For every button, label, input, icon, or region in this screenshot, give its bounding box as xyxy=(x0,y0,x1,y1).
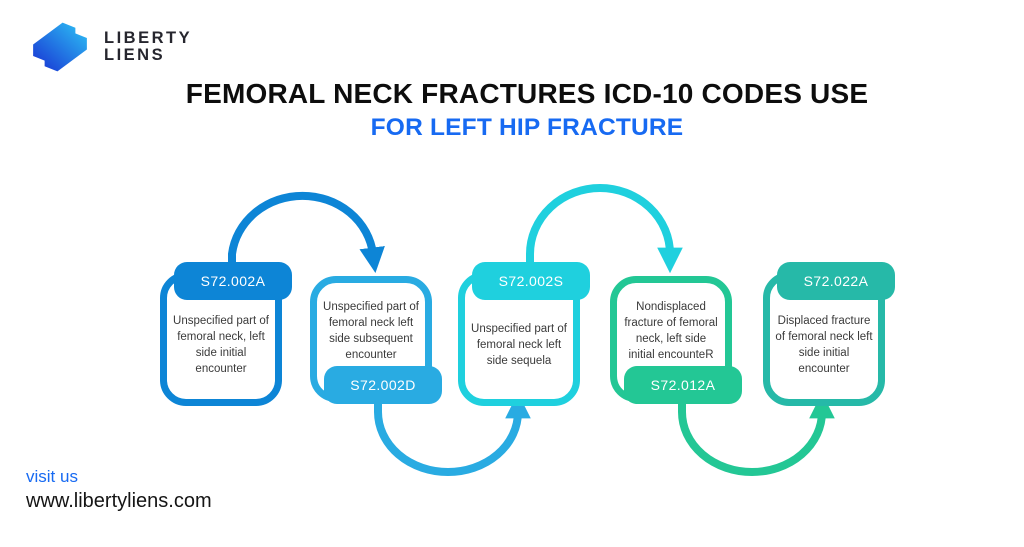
logo-line1: LIBERTY xyxy=(104,29,193,48)
icd-description: Unspecified part of femoral neck, left s… xyxy=(173,315,269,375)
footer: visit us www.libertyliens.com xyxy=(26,467,212,513)
icd-code-badge: S72.022A xyxy=(777,262,895,300)
icd-code-card: Nondisplaced fracture of femoral neck, l… xyxy=(610,276,742,404)
icd-code-card: S72.002A Unspecified part of femoral nec… xyxy=(160,262,292,406)
icd-code-badge: S72.002A xyxy=(174,262,292,300)
arc-arrow-1 xyxy=(228,191,385,274)
arc-arrow-2 xyxy=(374,392,531,476)
icd-description: Displaced fracture of femoral neck left … xyxy=(775,315,873,375)
icd-code-badge: S72.012A xyxy=(624,366,742,404)
icd-code-card: Unspecified part of femoral neck left si… xyxy=(310,276,442,404)
website-url: www.libertyliens.com xyxy=(26,490,212,512)
arc-arrow-3 xyxy=(526,184,683,274)
logo: LIBERTY LIENS xyxy=(28,20,192,74)
icd-code-badge: S72.002S xyxy=(472,262,590,300)
page-subtitle: FOR LEFT HIP FRACTURE xyxy=(370,114,684,141)
icd-code-card: S72.002S Unspecified part of femoral nec… xyxy=(458,262,590,406)
arc-arrow-4 xyxy=(678,392,835,476)
icd-description: Unspecified part of femoral neck left si… xyxy=(471,323,567,367)
page-title: FEMORAL NECK FRACTURES ICD-10 CODES USE xyxy=(185,78,869,109)
logo-wordmark: LIBERTY LIENS xyxy=(104,30,192,64)
icd-code-badge: S72.002D xyxy=(324,366,442,404)
title-block: FEMORAL NECK FRACTURES ICD-10 CODES USE … xyxy=(30,78,1024,142)
icd-description: Unspecified part of femoral neck left si… xyxy=(323,301,419,361)
logo-line2: LIENS xyxy=(104,46,166,64)
icd-code-card: S72.022A Displaced fracture of femoral n… xyxy=(763,262,895,406)
visit-us-label: visit us xyxy=(26,467,78,486)
liberty-liens-logo-icon xyxy=(33,22,87,72)
icd-description: Nondisplaced fracture of femoral neck, l… xyxy=(624,301,718,361)
